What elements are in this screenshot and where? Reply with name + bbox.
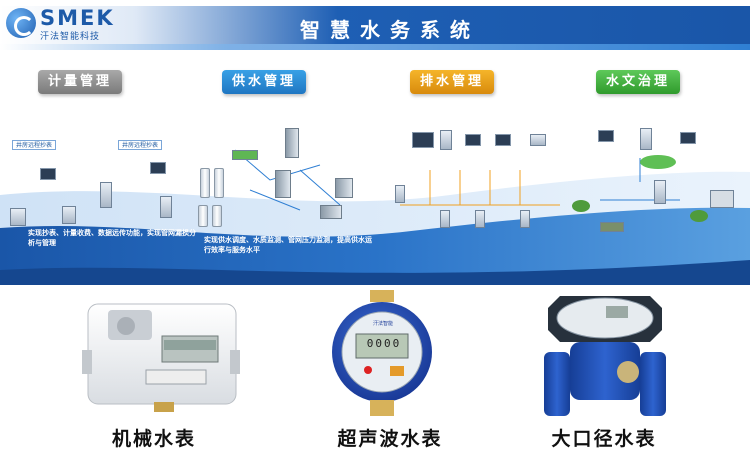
- cloud-shape: [640, 155, 676, 169]
- building-icon: [335, 178, 353, 198]
- treatment-pool-icon: [232, 150, 258, 160]
- header-stripe: [0, 44, 750, 50]
- category-drainage: 排水管理: [410, 70, 495, 94]
- cabinet-icon: [520, 210, 530, 228]
- caption-supply: 实现供水调度、水质监测、管网压力监测，提高供水运行效率与服务水平: [204, 236, 372, 254]
- meter-gallery: 汗法智能 0000 机械水表 超声波水表 大口径水表: [0, 290, 750, 460]
- category-hydrology: 水文治理: [596, 70, 681, 94]
- monitor-icon: [495, 134, 511, 146]
- cabinet-icon: [475, 210, 485, 228]
- prepaid-meter-icon: [82, 303, 240, 412]
- water-tank-icon: [212, 205, 222, 227]
- pump-icon: [160, 196, 172, 218]
- caption-metering: 实现抄表、计量收费、数据远传功能，实现管网漏损分析与管理: [28, 229, 196, 247]
- category-metering: 计量管理: [38, 70, 123, 94]
- logo-mark-icon: [6, 8, 36, 38]
- building-icon: [320, 205, 342, 219]
- water-tank-icon: [200, 168, 210, 198]
- river-icon: [600, 222, 624, 232]
- tree-icon: [690, 210, 708, 222]
- meter-caption-large-caliber: 大口径水表: [551, 428, 657, 450]
- ultrasonic-meter-icon: [332, 290, 432, 416]
- logo-subtitle: 汗法智能科技: [40, 32, 101, 42]
- category-water-supply: 供水管理: [222, 70, 307, 94]
- water-tank-icon: [198, 205, 208, 227]
- station-icon: [710, 190, 734, 208]
- building-icon: [275, 170, 291, 198]
- meter-box-icon: [100, 182, 112, 208]
- large-caliber-meter-icon: [544, 296, 666, 416]
- cabinet-icon: [440, 210, 450, 228]
- server-icon: [440, 130, 452, 150]
- tree-icon: [572, 200, 590, 212]
- header: SMEK 汗法智能科技 智慧水务系统: [0, 0, 750, 52]
- label-remote-reading-1: 井房远程抄表: [12, 140, 57, 150]
- page-title: 智慧水务系统: [300, 18, 480, 42]
- cabinet-icon: [10, 208, 26, 226]
- building-icon: [285, 128, 299, 158]
- server-icon: [640, 128, 652, 150]
- monitor-icon: [598, 130, 614, 142]
- ultrasonic-meter-display: 0000: [366, 337, 402, 350]
- monitor-icon: [412, 132, 434, 148]
- meter-caption-mechanical: 机械水表: [111, 428, 196, 450]
- company-logo: SMEK 汗法智能科技: [6, 6, 146, 42]
- diagram-background: [0, 149, 750, 285]
- monitoring-station-icon: [654, 180, 666, 204]
- logo-text: SMEK: [40, 6, 115, 30]
- cabinet-icon: [62, 206, 76, 224]
- monitor-icon: [150, 162, 166, 174]
- monitor-icon: [465, 134, 481, 146]
- ultrasonic-meter-brand: 汗法智能: [372, 321, 393, 327]
- monitor-icon: [680, 132, 696, 144]
- monitor-icon: [40, 168, 56, 180]
- meter-caption-ultrasonic: 超声波水表: [337, 428, 443, 450]
- system-diagram: 井房远程抄表 井房远程抄表 实现抄表、计量收费、数据远传功能，实现管网漏损分析与…: [0, 110, 750, 285]
- header-band: [0, 6, 750, 46]
- label-remote-reading-2: 井房远程抄表: [118, 140, 163, 150]
- router-icon: [530, 134, 546, 146]
- water-tank-icon: [214, 168, 224, 198]
- cabinet-icon: [395, 185, 405, 203]
